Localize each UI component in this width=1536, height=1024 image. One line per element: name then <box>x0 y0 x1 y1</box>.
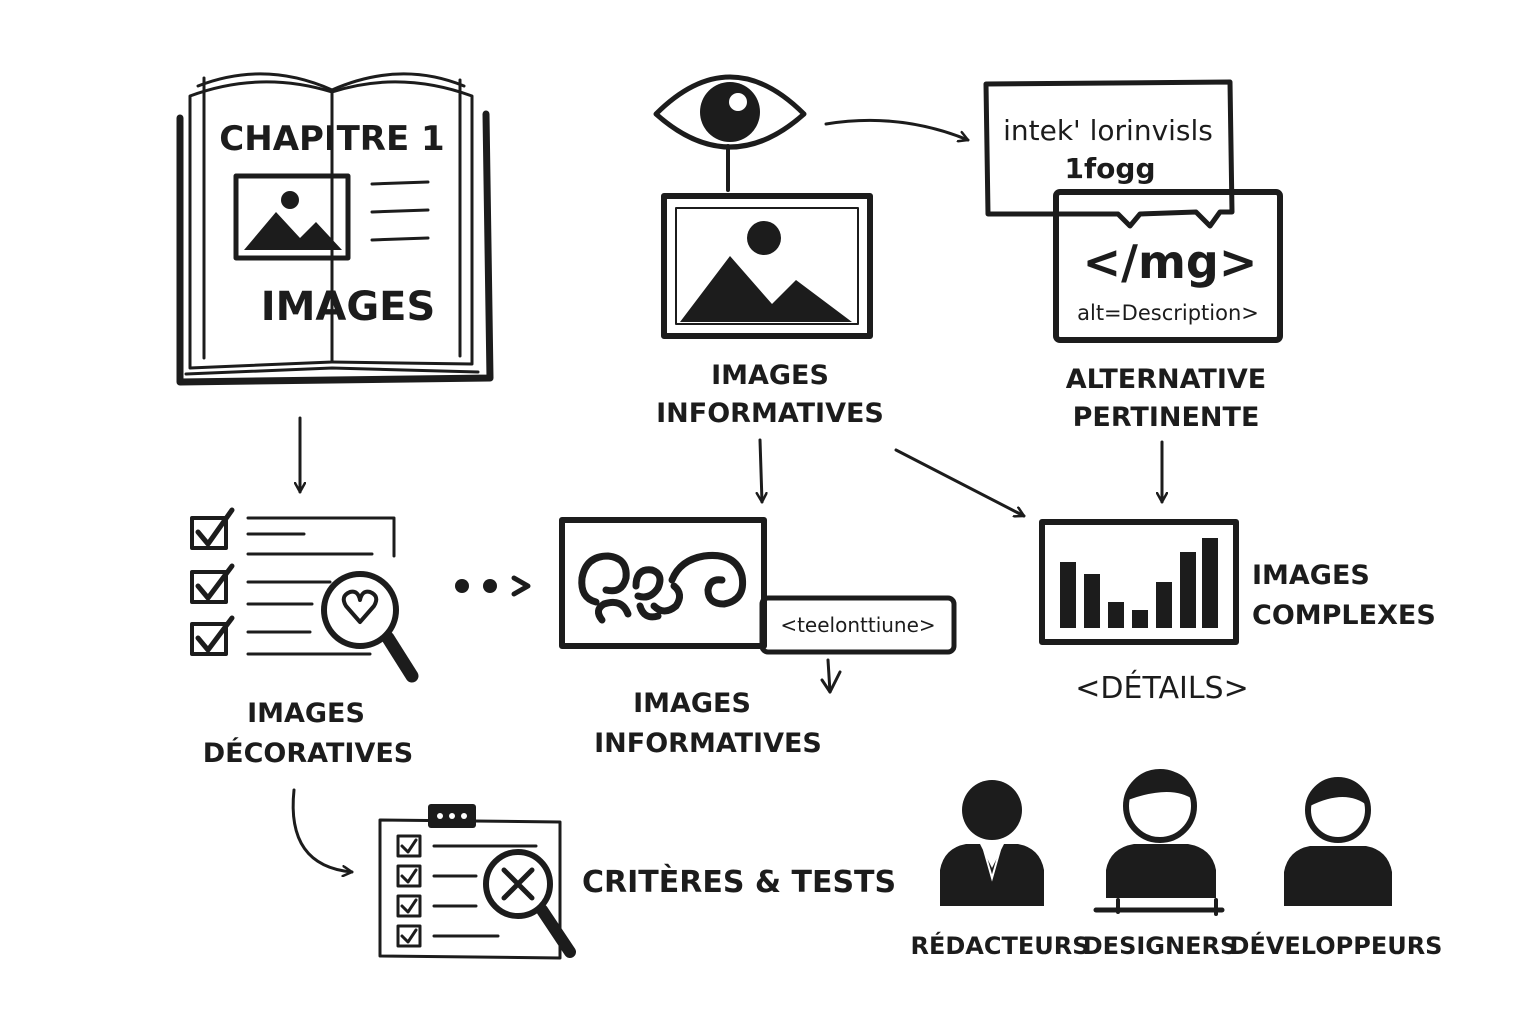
details-label: <DÉTAILS> <box>1075 670 1248 706</box>
code-card: </mg> alt=Description> <box>1053 189 1283 343</box>
role-designers: DESIGNERS <box>1083 932 1237 960</box>
developpeur-avatar-icon <box>1284 777 1392 906</box>
decoratives-line2: DÉCORATIVES <box>203 737 413 769</box>
book-chapter-label: CHAPITRE 1 <box>219 119 444 159</box>
x-magnifier-icon <box>483 849 576 958</box>
book-image-icon <box>233 173 351 261</box>
dots-arrow <box>455 575 531 597</box>
complex-chart-icon <box>1039 519 1239 645</box>
bubble-line2: 1fogg <box>1065 152 1156 185</box>
role-developpeurs: DÉVELOPPEURS <box>1230 931 1443 960</box>
alternative-line2: PERTINENTE <box>1073 402 1260 433</box>
eye-icon <box>653 74 807 192</box>
code-attr-text: alt=Description> <box>1077 301 1259 325</box>
ornament-image-icon <box>559 517 767 649</box>
heart-magnifier-icon <box>321 571 419 683</box>
decorative-checklist-icon <box>190 507 396 656</box>
speech-bubble: intek' lorinvisls 1fogg <box>983 79 1235 229</box>
criteres-label: CRITÈRES & TESTS <box>582 864 896 900</box>
arrow-eye-to-bubble <box>824 118 970 140</box>
book-title-label: IMAGES <box>261 284 436 330</box>
complexes-line2: COMPLEXES <box>1252 600 1436 631</box>
ornament-tag-badge: <teelonttiune> <box>759 595 957 655</box>
arrow-informatives-to-complexes <box>894 448 1026 516</box>
informatives-top-line1: IMAGES <box>711 360 829 391</box>
informative-image-icon <box>661 193 873 339</box>
criteria-checklist-icon <box>378 804 562 960</box>
complexes-line1: IMAGES <box>1252 560 1370 591</box>
alternative-line1: ALTERNATIVE <box>1066 364 1266 395</box>
bubble-line1: intek' lorinvisls <box>1003 114 1213 147</box>
informatives-mid-line1: IMAGES <box>633 688 751 719</box>
book-text-lines <box>370 180 430 242</box>
ornament-tick <box>826 658 832 694</box>
role-redacteurs: RÉDACTEURS <box>910 931 1089 960</box>
code-tag-text: </mg> <box>1083 235 1258 289</box>
arrow-decoratives-to-criteres <box>291 788 354 872</box>
ornament-tag-text: <teelonttiune> <box>780 613 935 637</box>
redacteur-avatar-icon <box>940 780 1044 906</box>
designer-avatar-icon <box>1093 769 1225 916</box>
arrow-informatives-down <box>760 438 762 504</box>
informatives-mid-line2: INFORMATIVES <box>594 728 822 759</box>
informatives-top-line2: INFORMATIVES <box>656 398 884 429</box>
book-icon: CHAPITRE 1 IMAGES <box>176 72 494 386</box>
decoratives-line1: IMAGES <box>247 698 365 729</box>
